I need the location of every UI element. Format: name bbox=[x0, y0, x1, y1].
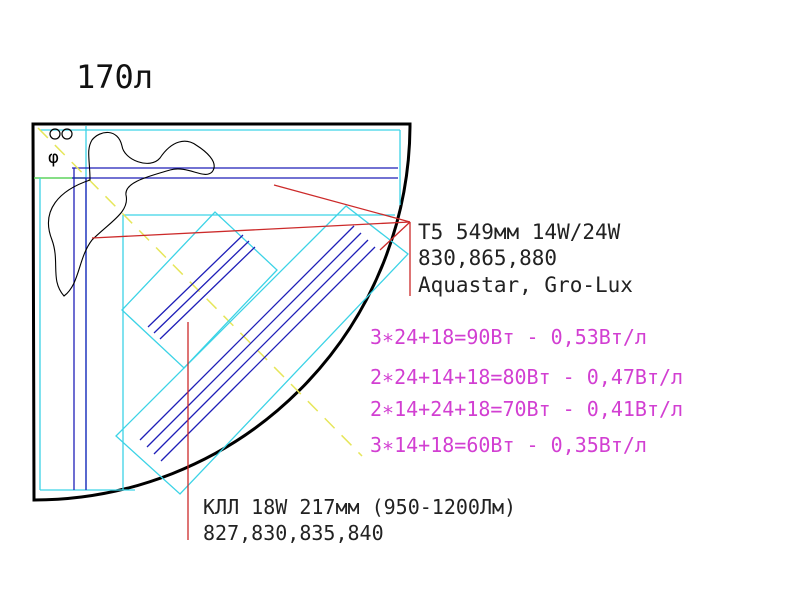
t5-leader-lines bbox=[91, 184, 411, 296]
cyan-frame bbox=[39, 126, 401, 491]
kll-tubes bbox=[147, 234, 256, 340]
volume-title: 170л bbox=[76, 58, 153, 96]
blue-frame bbox=[72, 167, 398, 490]
t5-lamp-frame bbox=[115, 205, 409, 495]
t5-label-line1: T5 549мм 14W/24W bbox=[418, 220, 621, 244]
phi-symbol: φ bbox=[48, 147, 59, 168]
config-list: 3∗24+18=90Вт - 0,53Вт/л 2∗24+14+18=80Вт … bbox=[370, 325, 683, 457]
t5-label-line3: Aquastar, Gro-Lux bbox=[418, 273, 633, 297]
config-item: 3∗24+18=90Вт - 0,53Вт/л bbox=[370, 325, 647, 349]
t5-label-line2: 830,865,880 bbox=[418, 246, 557, 270]
config-item: 2∗24+14+18=80Вт - 0,47Вт/л bbox=[370, 365, 683, 389]
tank-outline bbox=[31, 122, 412, 502]
t5-lamp-group bbox=[115, 205, 409, 495]
kll-lamp-frame bbox=[121, 211, 278, 369]
inlet-circle-right bbox=[61, 128, 73, 140]
inlet-circle-left bbox=[49, 128, 61, 140]
t5-label: T5 549мм 14W/24W 830,865,880 Aquastar, G… bbox=[418, 220, 633, 297]
kll-label-line1: КЛЛ 18W 217мм (950-1200Лм) bbox=[203, 495, 516, 519]
config-item: 2∗14+24+18=70Вт - 0,41Вт/л bbox=[370, 397, 683, 421]
kll-lamp-group bbox=[121, 211, 278, 369]
kll-label-line2: 827,830,835,840 bbox=[203, 521, 384, 545]
filter-hose bbox=[47, 131, 215, 297]
kll-label: КЛЛ 18W 217мм (950-1200Лм) 827,830,835,8… bbox=[203, 495, 516, 545]
config-item: 3∗14+18=60Вт - 0,35Вт/л bbox=[370, 433, 647, 457]
yellow-diagonal bbox=[37, 127, 363, 457]
t5-tubes bbox=[139, 225, 376, 462]
